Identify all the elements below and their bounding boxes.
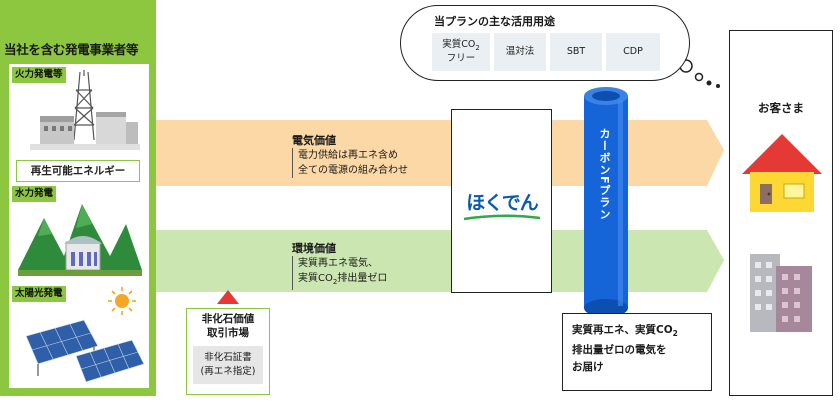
solar-panels-icon	[25, 319, 145, 383]
hydro-plant-icon	[18, 204, 142, 276]
electricity-value-line2: 全ての電源の組み合わせ	[298, 165, 408, 176]
hokuden-logo: ほくでん	[466, 192, 538, 214]
customer-title: お客さま	[758, 101, 804, 115]
use-chip-co2-free: 実質CO2 フリー	[432, 33, 490, 71]
solar-power-label: 太陽光発電	[12, 286, 66, 302]
environmental-value-description: 実質再エネ電気、 実質CO2排出量ゼロ	[292, 256, 387, 290]
generator-panel-title: 当社を含む発電事業者等	[4, 42, 139, 57]
delivery-line1-prefix: 実質再エネ、実質CO	[572, 324, 673, 336]
non-fossil-certificate: 非化石証書 (再エネ指定)	[193, 346, 263, 384]
thought-dot-small	[706, 80, 712, 86]
env-line2-subscript: 2	[332, 278, 338, 286]
carbon-f-plan-cylinder	[584, 87, 628, 317]
use-chip-sbt: SBT	[550, 33, 602, 71]
certificate-line1: 非化石証書	[204, 352, 252, 363]
environmental-value-line2: 実質CO2排出量ゼロ	[298, 271, 387, 290]
electricity-value-title: 電気価値	[292, 134, 336, 147]
delivery-line1-subscript: 2	[672, 329, 678, 339]
sun-icon	[108, 287, 136, 315]
electricity-value-description: 電力供給は再エネ含め 全ての電源の組み合わせ	[292, 148, 408, 178]
customer-box	[729, 30, 833, 396]
thought-dot-tiny	[716, 84, 720, 88]
renewable-energy-box: 再生可能エネルギー	[16, 160, 140, 182]
certificate-line2: (再エネ指定)	[200, 366, 256, 377]
use-chip-cdp: CDP	[606, 33, 660, 71]
uses-title: 当プランの主な活用用途	[434, 15, 555, 28]
delivery-line2: 排出量ゼロの電気を	[572, 344, 667, 357]
env-line2-prefix: 実質CO	[298, 273, 333, 284]
electricity-value-band	[150, 120, 724, 186]
house-icon	[742, 134, 822, 212]
office-building-icon	[750, 254, 812, 332]
env-line2-suffix: 排出量ゼロ	[337, 273, 388, 284]
chip-co2-prefix: 実質CO	[442, 38, 476, 50]
chip-co2-line1: 実質CO2	[442, 39, 480, 54]
hokuden-box	[451, 109, 552, 293]
thermal-power-label: 火力発電等	[12, 67, 66, 83]
hokuden-logo-swoosh	[463, 214, 541, 221]
use-chip-ontaiho: 温対法	[494, 33, 546, 71]
delivery-line3: お届け	[572, 361, 604, 374]
delivery-line1: 実質再エネ、実質CO2	[572, 322, 708, 342]
environmental-value-band	[150, 230, 724, 292]
chip-co2-subscript: 2	[475, 43, 480, 52]
carbon-f-plan-label: カーボンFプラン	[598, 128, 611, 221]
electricity-value-line1: 電力供給は再エネ含め	[298, 150, 398, 161]
hydro-power-label: 水力発電	[12, 186, 57, 202]
market-arrow-up-icon	[217, 290, 239, 304]
market-title-line2: 取引市場	[207, 327, 249, 339]
environmental-value-title: 環境価値	[292, 242, 336, 255]
thermal-plant-icon	[30, 70, 140, 150]
delivery-note-box	[562, 313, 712, 391]
non-fossil-market-title: 非化石価値 取引市場	[186, 312, 270, 340]
delivery-note-text: 実質再エネ、実質CO2 排出量ゼロの電気を お届け	[572, 322, 708, 376]
market-title-line1: 非化石価値	[201, 313, 255, 325]
chip-co2-line2: フリー	[446, 53, 476, 65]
environmental-value-line1: 実質再エネ電気、	[298, 258, 378, 269]
thought-dot-medium	[694, 72, 704, 82]
